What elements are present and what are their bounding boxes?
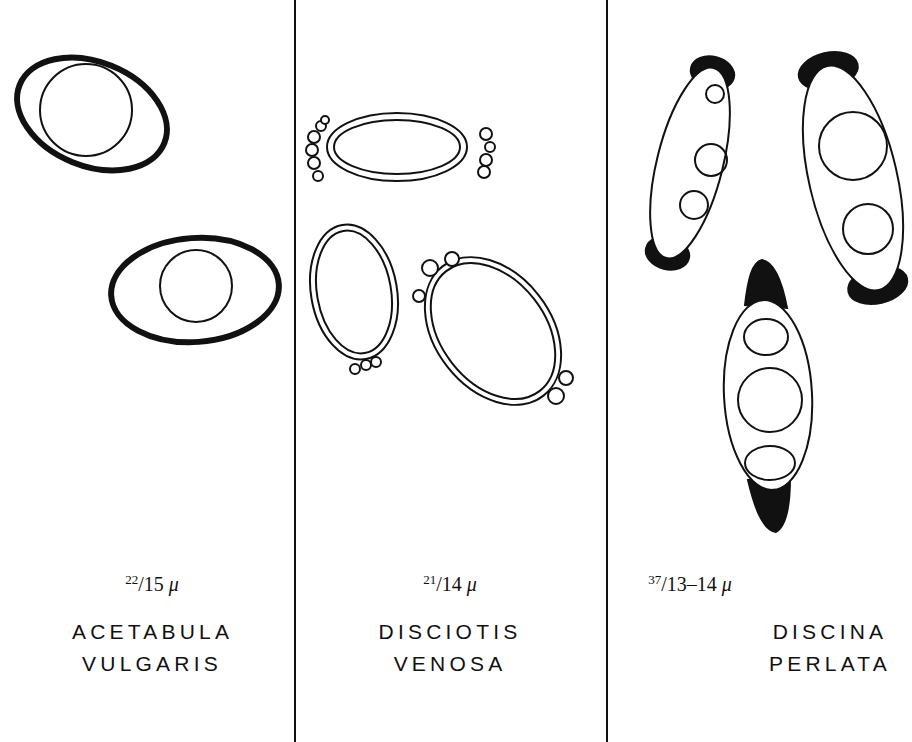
dimension-part: 22 (125, 572, 138, 587)
dividers (295, 0, 607, 742)
unit: μ (467, 573, 477, 595)
species-name: ACETABULA VULGARIS (72, 616, 232, 679)
spore-wall (300, 218, 408, 367)
unit: μ (169, 573, 179, 595)
oil-drop (40, 64, 132, 156)
spore-wall (327, 113, 467, 181)
species-name: DISCIOTIS VENOSA (379, 616, 522, 679)
dimension-part: 21 (423, 572, 436, 587)
divider-line (606, 0, 608, 742)
dimension-label: 21/14 μ (423, 572, 477, 596)
spore (781, 43, 912, 312)
oil-drops (819, 112, 893, 254)
spore-wall (307, 225, 401, 360)
spore-wall (397, 231, 589, 432)
discina-spores (632, 43, 912, 532)
spore-wall (108, 232, 283, 347)
spore-wall (405, 239, 581, 423)
dimension-part: /14 (436, 573, 467, 595)
acetabula-spores (0, 37, 282, 348)
dimension-part: /13–14 (661, 573, 722, 595)
spore-wall (334, 120, 460, 174)
dimension-part: 37 (648, 572, 661, 587)
disciotis-spores (300, 113, 589, 431)
species-name: DISCINA PERLATA (769, 616, 891, 679)
spore-wall (0, 37, 184, 192)
dimension-label: 37/13–14 μ (648, 572, 732, 596)
granules (306, 116, 573, 404)
divider-line (294, 0, 296, 742)
oil-drop (160, 250, 232, 322)
dimension-part: /15 (138, 573, 169, 595)
spore (719, 260, 817, 532)
unit: μ (722, 573, 732, 595)
oil-drops (738, 319, 802, 480)
dimension-label: 22/15 μ (125, 572, 179, 596)
oil-drops (680, 85, 727, 219)
spore (632, 49, 749, 276)
